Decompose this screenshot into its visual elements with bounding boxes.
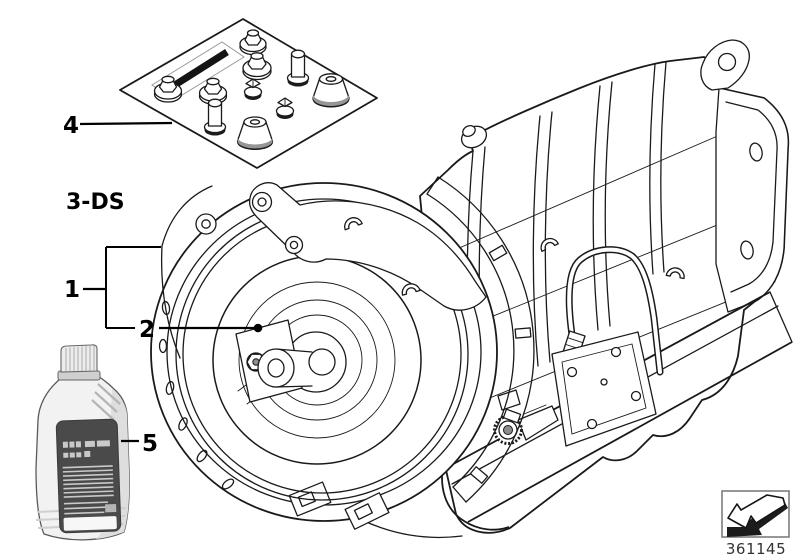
callout-2-label[interactable]: 2 bbox=[139, 317, 155, 343]
drawing-footer: 361145 bbox=[721, 490, 790, 558]
bottle-cap bbox=[57, 344, 101, 381]
flange-nut bbox=[239, 29, 267, 56]
callout-4-label[interactable]: 4 bbox=[63, 113, 79, 139]
bottle-label bbox=[55, 418, 122, 534]
rear-output-flange bbox=[715, 87, 789, 313]
bell-rear-ring bbox=[426, 176, 535, 503]
mounting-ear bbox=[700, 39, 750, 91]
flange-nut bbox=[242, 52, 272, 81]
input-shaft bbox=[257, 348, 313, 388]
selector-plate bbox=[551, 331, 657, 447]
oil-bottle bbox=[35, 344, 130, 541]
callout-4-leader bbox=[79, 121, 173, 126]
direction-arrow-icon bbox=[727, 494, 788, 537]
callout-5-label[interactable]: 5 bbox=[142, 431, 158, 457]
sealing-plug bbox=[236, 116, 274, 150]
callout-1-label[interactable]: 1 bbox=[64, 277, 80, 303]
square-head-plug bbox=[243, 78, 263, 100]
callout-2-dot bbox=[253, 323, 263, 333]
sleeve-bushing bbox=[203, 98, 227, 136]
sealing-plug bbox=[312, 73, 350, 108]
fastener-kit bbox=[119, 18, 378, 169]
variant-code-label: 3-DS bbox=[66, 190, 125, 215]
cable-clips bbox=[344, 217, 685, 296]
electrical-connector bbox=[493, 389, 559, 445]
callouts: 4 3-DS 1 2 5 bbox=[63, 113, 263, 457]
breather-boss bbox=[460, 124, 488, 149]
callout-bracket bbox=[105, 246, 161, 329]
torque-converter bbox=[175, 207, 469, 501]
flange-nut bbox=[153, 75, 183, 103]
mounting-bracket-arm bbox=[248, 182, 487, 311]
drawing-number: 361145 bbox=[726, 540, 786, 558]
square-head-plug bbox=[275, 97, 295, 119]
sleeve-bushing bbox=[286, 49, 310, 87]
rim-slots bbox=[158, 300, 235, 490]
